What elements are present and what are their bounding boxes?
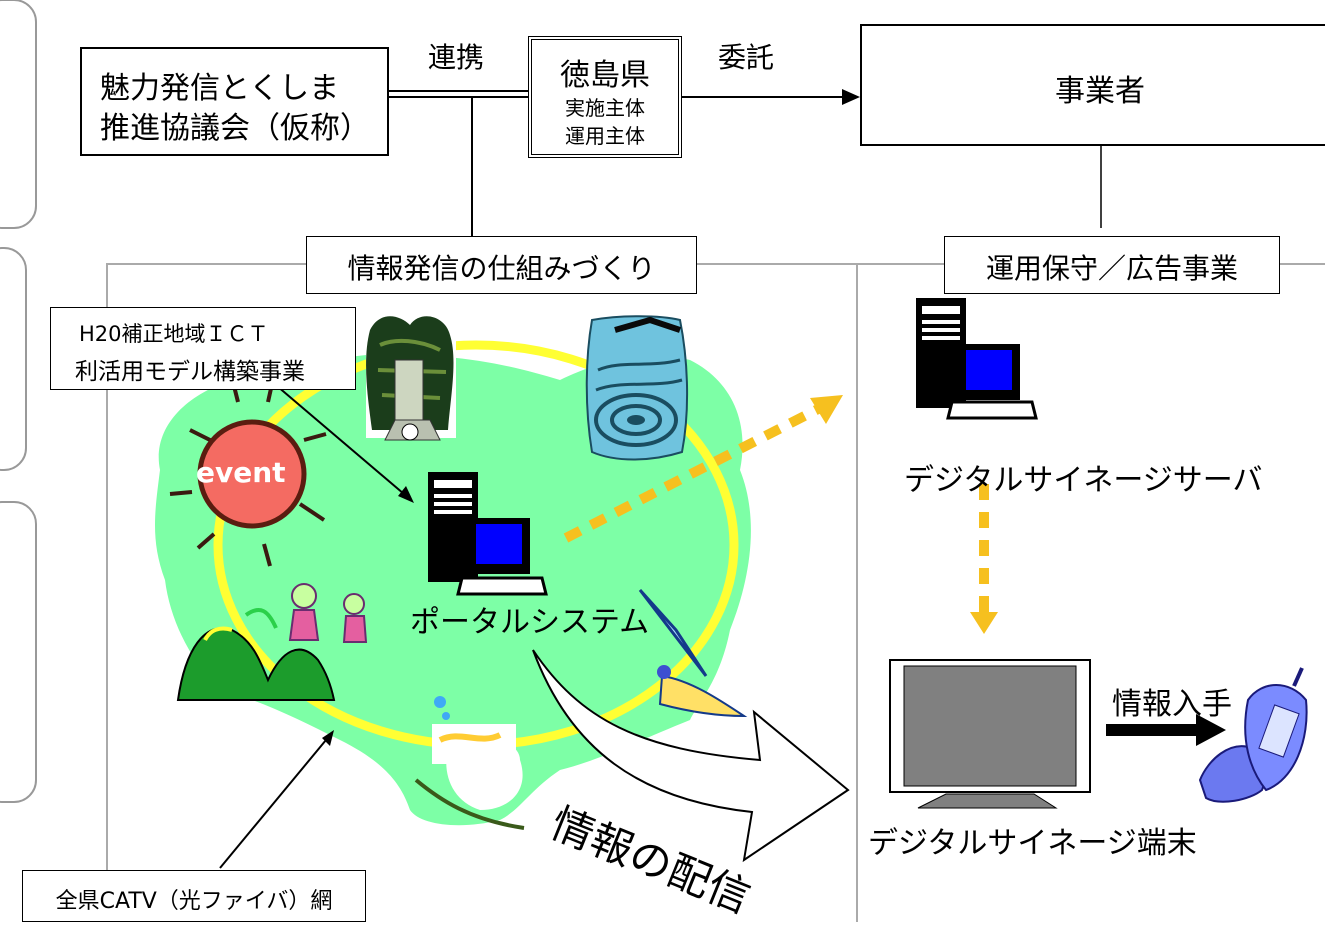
section-right-label: 運用保守／広告事業 <box>985 252 1238 285</box>
distribution-arrow <box>532 649 850 863</box>
catv-pointer <box>219 739 327 869</box>
commission-arrowhead <box>842 89 860 105</box>
hikers-picture <box>288 583 368 643</box>
server-computer-picture <box>916 298 1038 420</box>
catv-label: 全県CATV（光ファイバ）網 <box>55 889 333 914</box>
side-panel-2 <box>0 247 27 471</box>
side-panel-3 <box>0 501 37 803</box>
project-note-line2: 利活用モデル構築事業 <box>75 359 305 385</box>
prefecture-name: 徳島県 <box>560 58 650 93</box>
prefecture-role1: 実施主体 <box>565 96 645 120</box>
green-hills-picture <box>176 607 336 701</box>
project-note-pointer <box>276 385 405 495</box>
event-label: event <box>196 456 286 489</box>
info-get-arrow <box>1106 714 1226 746</box>
windsurfer-picture <box>638 588 748 718</box>
signage-terminal-picture <box>889 659 1091 809</box>
operator-box: 事業者 <box>860 24 1325 146</box>
section-left-label-box: 情報発信の仕組みづくり <box>306 236 697 294</box>
mobile-phone-picture <box>1198 667 1308 803</box>
council-line1: 魅力発信とくしま <box>100 71 340 106</box>
portal-to-server-head <box>810 395 843 424</box>
prefecture-box: 徳島県 実施主体 運用主体 <box>528 36 682 158</box>
project-note-line1: H20補正地域ＩＣＴ <box>79 322 269 346</box>
portal-label: ポータルシステム <box>410 605 650 640</box>
portal-to-server-dots <box>563 401 827 543</box>
catv-box: 全県CATV（光ファイバ）網 <box>22 870 366 922</box>
commission-label: 委託 <box>718 41 775 74</box>
event-sun <box>169 377 327 567</box>
section-left-label: 情報発信の仕組みづくり <box>347 252 656 285</box>
link-label: 連携 <box>428 41 485 74</box>
section-right-label-box: 運用保守／広告事業 <box>944 236 1280 294</box>
portal-computer-picture <box>428 472 548 596</box>
shrine-forest-picture <box>366 316 456 441</box>
project-note-box: H20補正地域ＩＣＴ 利活用モデル構築事業 <box>50 307 356 390</box>
terminal-label: デジタルサイネージ端末 <box>868 826 1197 861</box>
seaside-picture <box>414 696 525 830</box>
whirlpool-picture <box>585 315 689 461</box>
server-to-terminal-head <box>970 612 998 634</box>
side-panel-1 <box>0 0 37 229</box>
council-box: 魅力発信とくしま 推進協議会（仮称） <box>80 47 389 156</box>
prefecture-role2: 運用主体 <box>565 124 645 148</box>
server-label: デジタルサイネージサーバ <box>904 463 1263 498</box>
council-line2: 推進協議会（仮称） <box>100 111 370 146</box>
operator-label: 事業者 <box>1055 74 1145 109</box>
info-get-label: 情報入手 <box>1112 687 1232 722</box>
